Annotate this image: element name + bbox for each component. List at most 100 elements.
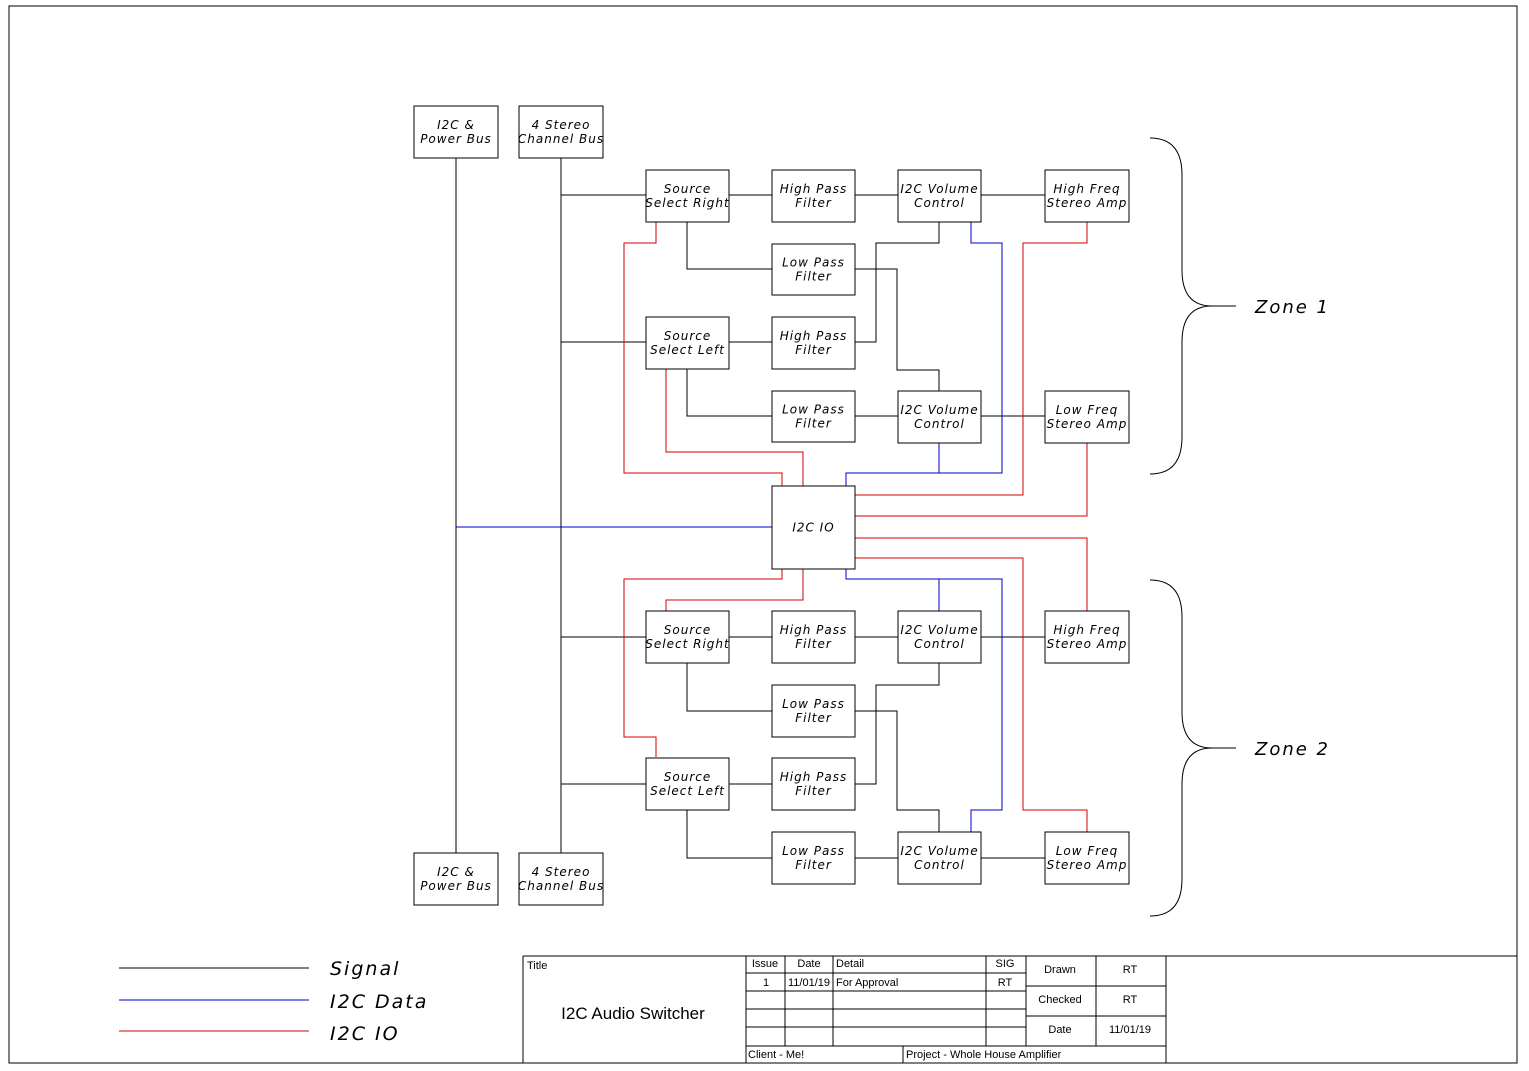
i2c-data-wires — [456, 222, 1003, 832]
block-label-line: I2C IO — [792, 521, 834, 535]
zone-2-label: Zone 2 — [1254, 739, 1330, 760]
block-label-line: I2C & — [437, 865, 475, 879]
block-label-line: Source — [664, 329, 711, 343]
block-label-line: Source — [664, 770, 711, 784]
rev-header-sig: SIG — [996, 958, 1015, 970]
block-label-line: Select Right — [645, 196, 730, 210]
block-label-line: I2C Volume — [900, 182, 978, 196]
signal-wires — [455, 158, 1045, 859]
block-label-line: Filter — [795, 196, 832, 210]
block-box — [1044, 390, 1130, 444]
zone-2-brace — [1149, 579, 1236, 917]
block-label-line: High Pass — [780, 329, 848, 343]
block-label-line: Filter — [795, 858, 832, 872]
zone-1-brace — [1149, 137, 1236, 475]
block-label-line: Filter — [795, 343, 832, 357]
block-box — [645, 610, 730, 664]
block-label-line: Filter — [795, 784, 832, 798]
block-label-line: High Freq — [1053, 623, 1120, 637]
rev-sig: RT — [998, 977, 1013, 989]
block-label-line: Control — [914, 196, 965, 210]
block-label-line: Low Pass — [782, 403, 845, 417]
block-label-line: Control — [914, 858, 965, 872]
drawn-label: Drawn — [1044, 964, 1076, 976]
block-label-line: Low Pass — [782, 844, 845, 858]
block-label-line: Channel Bus — [518, 879, 604, 893]
block-label-line: I2C Volume — [900, 623, 978, 637]
block-box — [771, 831, 856, 885]
legend-signal-label: Signal — [330, 958, 400, 980]
block-box — [771, 169, 856, 223]
block-label-line: Select Left — [650, 343, 725, 357]
block-label-line: Stereo Amp — [1047, 196, 1128, 210]
block-label-line: Select Left — [650, 784, 725, 798]
block-box — [518, 105, 604, 159]
block-box — [771, 485, 856, 570]
block-label-line: Control — [914, 637, 965, 651]
block-label-line: Power Bus — [420, 879, 492, 893]
rev-header-detail: Detail — [836, 958, 864, 970]
block-box — [771, 684, 856, 738]
block-label-line: Stereo Amp — [1047, 417, 1128, 431]
title-label: Title — [527, 960, 547, 972]
block-label-line: Stereo Amp — [1047, 637, 1128, 651]
checked-label: Checked — [1038, 994, 1081, 1006]
block-label-line: Channel Bus — [518, 132, 604, 146]
block-box — [897, 169, 982, 223]
block-box — [771, 757, 856, 811]
block-i2c-io: I2C IO — [771, 485, 856, 570]
block-label-line: Low Pass — [782, 697, 845, 711]
drawing-title: I2C Audio Switcher — [561, 1004, 705, 1023]
block-box — [645, 169, 730, 223]
block-label-line: I2C & — [437, 118, 475, 132]
rev-header-issue: Issue — [752, 958, 778, 970]
block-label-line: Source — [664, 182, 711, 196]
legend-i2c-data-label: I2C Data — [330, 991, 428, 1013]
block-box — [1044, 610, 1130, 664]
block-label-line: Power Bus — [420, 132, 492, 146]
block-box — [518, 852, 604, 906]
block-box — [897, 610, 982, 664]
block-box — [771, 243, 856, 296]
block-label-line: 4 Stereo — [532, 118, 591, 132]
checked-value: RT — [1123, 994, 1138, 1006]
block-box — [645, 316, 730, 370]
block-box — [645, 757, 730, 811]
legend: Signal I2C Data I2C IO — [119, 958, 428, 1045]
date-label: Date — [1048, 1024, 1071, 1036]
block-label-line: Filter — [795, 270, 832, 284]
date-value: 11/01/19 — [1109, 1024, 1151, 1036]
block-label-line: High Pass — [780, 623, 848, 637]
block-box — [897, 390, 982, 444]
block-box — [771, 390, 856, 443]
block-label-line: Select Right — [645, 637, 730, 651]
block-bus-bot-power: I2C &Power Bus — [413, 852, 499, 906]
block-label-line: Control — [914, 417, 965, 431]
block-box — [1044, 831, 1130, 885]
block-box — [771, 610, 856, 664]
drawn-value: RT — [1123, 964, 1138, 976]
project-field: Project - Whole House Amplifier — [906, 1049, 1062, 1061]
